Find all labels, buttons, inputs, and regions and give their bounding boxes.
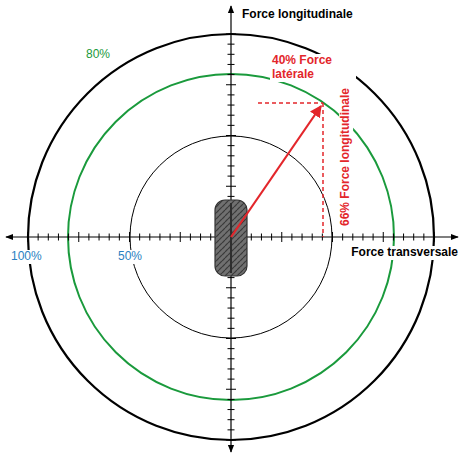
axis-tick xyxy=(312,234,313,241)
axis-tick xyxy=(78,232,79,242)
axis-tick xyxy=(413,234,414,241)
axis-tick xyxy=(302,234,303,241)
axis-tick xyxy=(228,44,235,45)
axis-tick xyxy=(68,234,69,241)
axis-tick xyxy=(190,234,191,241)
axis-tick xyxy=(226,135,236,136)
axis-tick xyxy=(423,234,424,241)
axis-tick xyxy=(362,234,363,241)
axis-tick xyxy=(271,234,272,241)
axis-label: Force longitudinale xyxy=(240,8,355,22)
axis-tick xyxy=(228,74,235,75)
resultant-arrow xyxy=(231,106,321,237)
axis-tick xyxy=(149,234,150,241)
axis-tick xyxy=(228,368,235,369)
axis-tick xyxy=(159,234,160,241)
tire-icon xyxy=(215,200,247,276)
axis-tick xyxy=(109,234,110,241)
axis-tick xyxy=(200,234,201,241)
percent-label: 80% xyxy=(84,48,112,62)
axis-tick xyxy=(228,155,235,156)
axis-tick xyxy=(228,115,235,116)
axis-tick xyxy=(228,145,235,146)
axis-tick xyxy=(342,234,343,241)
axis-tick xyxy=(226,34,236,35)
outer-circle xyxy=(28,34,434,440)
axis-tick xyxy=(28,232,29,242)
axis-tick xyxy=(228,196,235,197)
axis-tick xyxy=(383,232,384,242)
axis-tick xyxy=(228,277,235,278)
axis-tick xyxy=(226,389,236,390)
axis-tick xyxy=(210,234,211,241)
axis-tick xyxy=(291,234,292,241)
axis-tick xyxy=(352,234,353,241)
axis-tick xyxy=(38,234,39,241)
longitudinal-axis xyxy=(230,6,231,452)
axis-tick xyxy=(281,232,282,242)
axis-tick xyxy=(226,338,236,339)
axis-tick xyxy=(228,348,235,349)
percent-label: 50% xyxy=(116,250,144,264)
axis-tick xyxy=(228,176,235,177)
axis-tick xyxy=(180,232,181,242)
axis-tick xyxy=(228,399,235,400)
force-label: 40% Force latérale xyxy=(270,54,356,82)
dashed-guide xyxy=(322,103,324,237)
axis-label: Force transversale xyxy=(349,246,460,260)
axis-tick xyxy=(228,125,235,126)
axis-tick xyxy=(393,234,394,241)
axis-tick xyxy=(139,234,140,241)
dashed-guide xyxy=(258,102,323,104)
force-label: 66% Force longitudinale xyxy=(339,86,353,228)
axis-tick xyxy=(99,234,100,241)
axis-tick xyxy=(88,234,89,241)
axis-tick xyxy=(226,440,236,441)
axis-tick xyxy=(228,64,235,65)
axis-tick xyxy=(226,287,236,288)
axis-tick xyxy=(228,328,235,329)
axis-tick xyxy=(251,234,252,241)
axis-tick xyxy=(373,234,374,241)
axis-tick xyxy=(170,234,171,241)
axis-tick xyxy=(228,318,235,319)
axis-tick xyxy=(228,54,235,55)
axis-tick xyxy=(434,232,435,242)
axis-tick xyxy=(228,419,235,420)
axis-tick xyxy=(48,234,49,241)
axis-tick xyxy=(58,234,59,241)
axis-tick xyxy=(261,234,262,241)
axis-tick xyxy=(228,358,235,359)
axis-tick xyxy=(228,94,235,95)
axis-tick xyxy=(332,232,333,242)
axis-tick xyxy=(228,105,235,106)
axis-ticks xyxy=(28,34,434,440)
axis-tick xyxy=(403,234,404,241)
axis-tick xyxy=(228,297,235,298)
percent-label: 100% xyxy=(9,250,44,264)
axis-tick xyxy=(228,429,235,430)
axis-tick xyxy=(228,409,235,410)
axis-tick xyxy=(228,308,235,309)
axis-tick xyxy=(228,165,235,166)
axis-tick xyxy=(228,379,235,380)
axis-tick xyxy=(119,234,120,241)
axis-tick xyxy=(129,232,130,242)
axis-tick xyxy=(226,84,236,85)
axis-tick xyxy=(226,186,236,187)
